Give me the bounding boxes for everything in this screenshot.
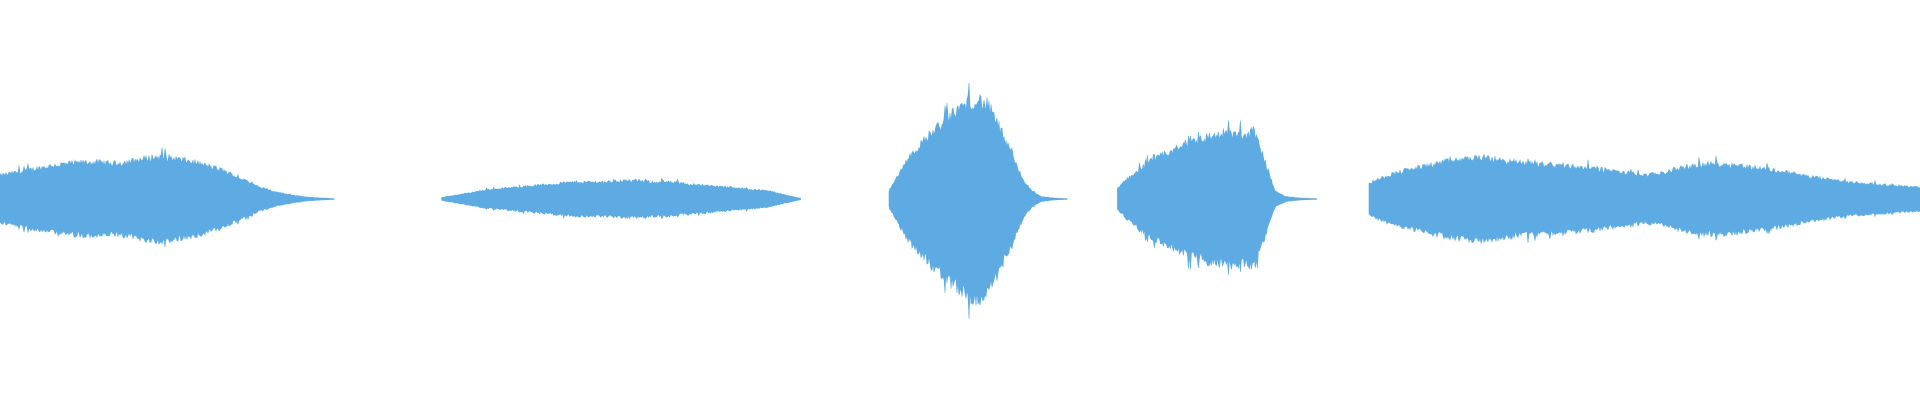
waveform-segment-1 — [0, 147, 335, 248]
waveform-segment-4 — [1117, 120, 1317, 276]
waveform-segment-3 — [888, 82, 1068, 319]
waveform-segments — [0, 82, 1920, 319]
